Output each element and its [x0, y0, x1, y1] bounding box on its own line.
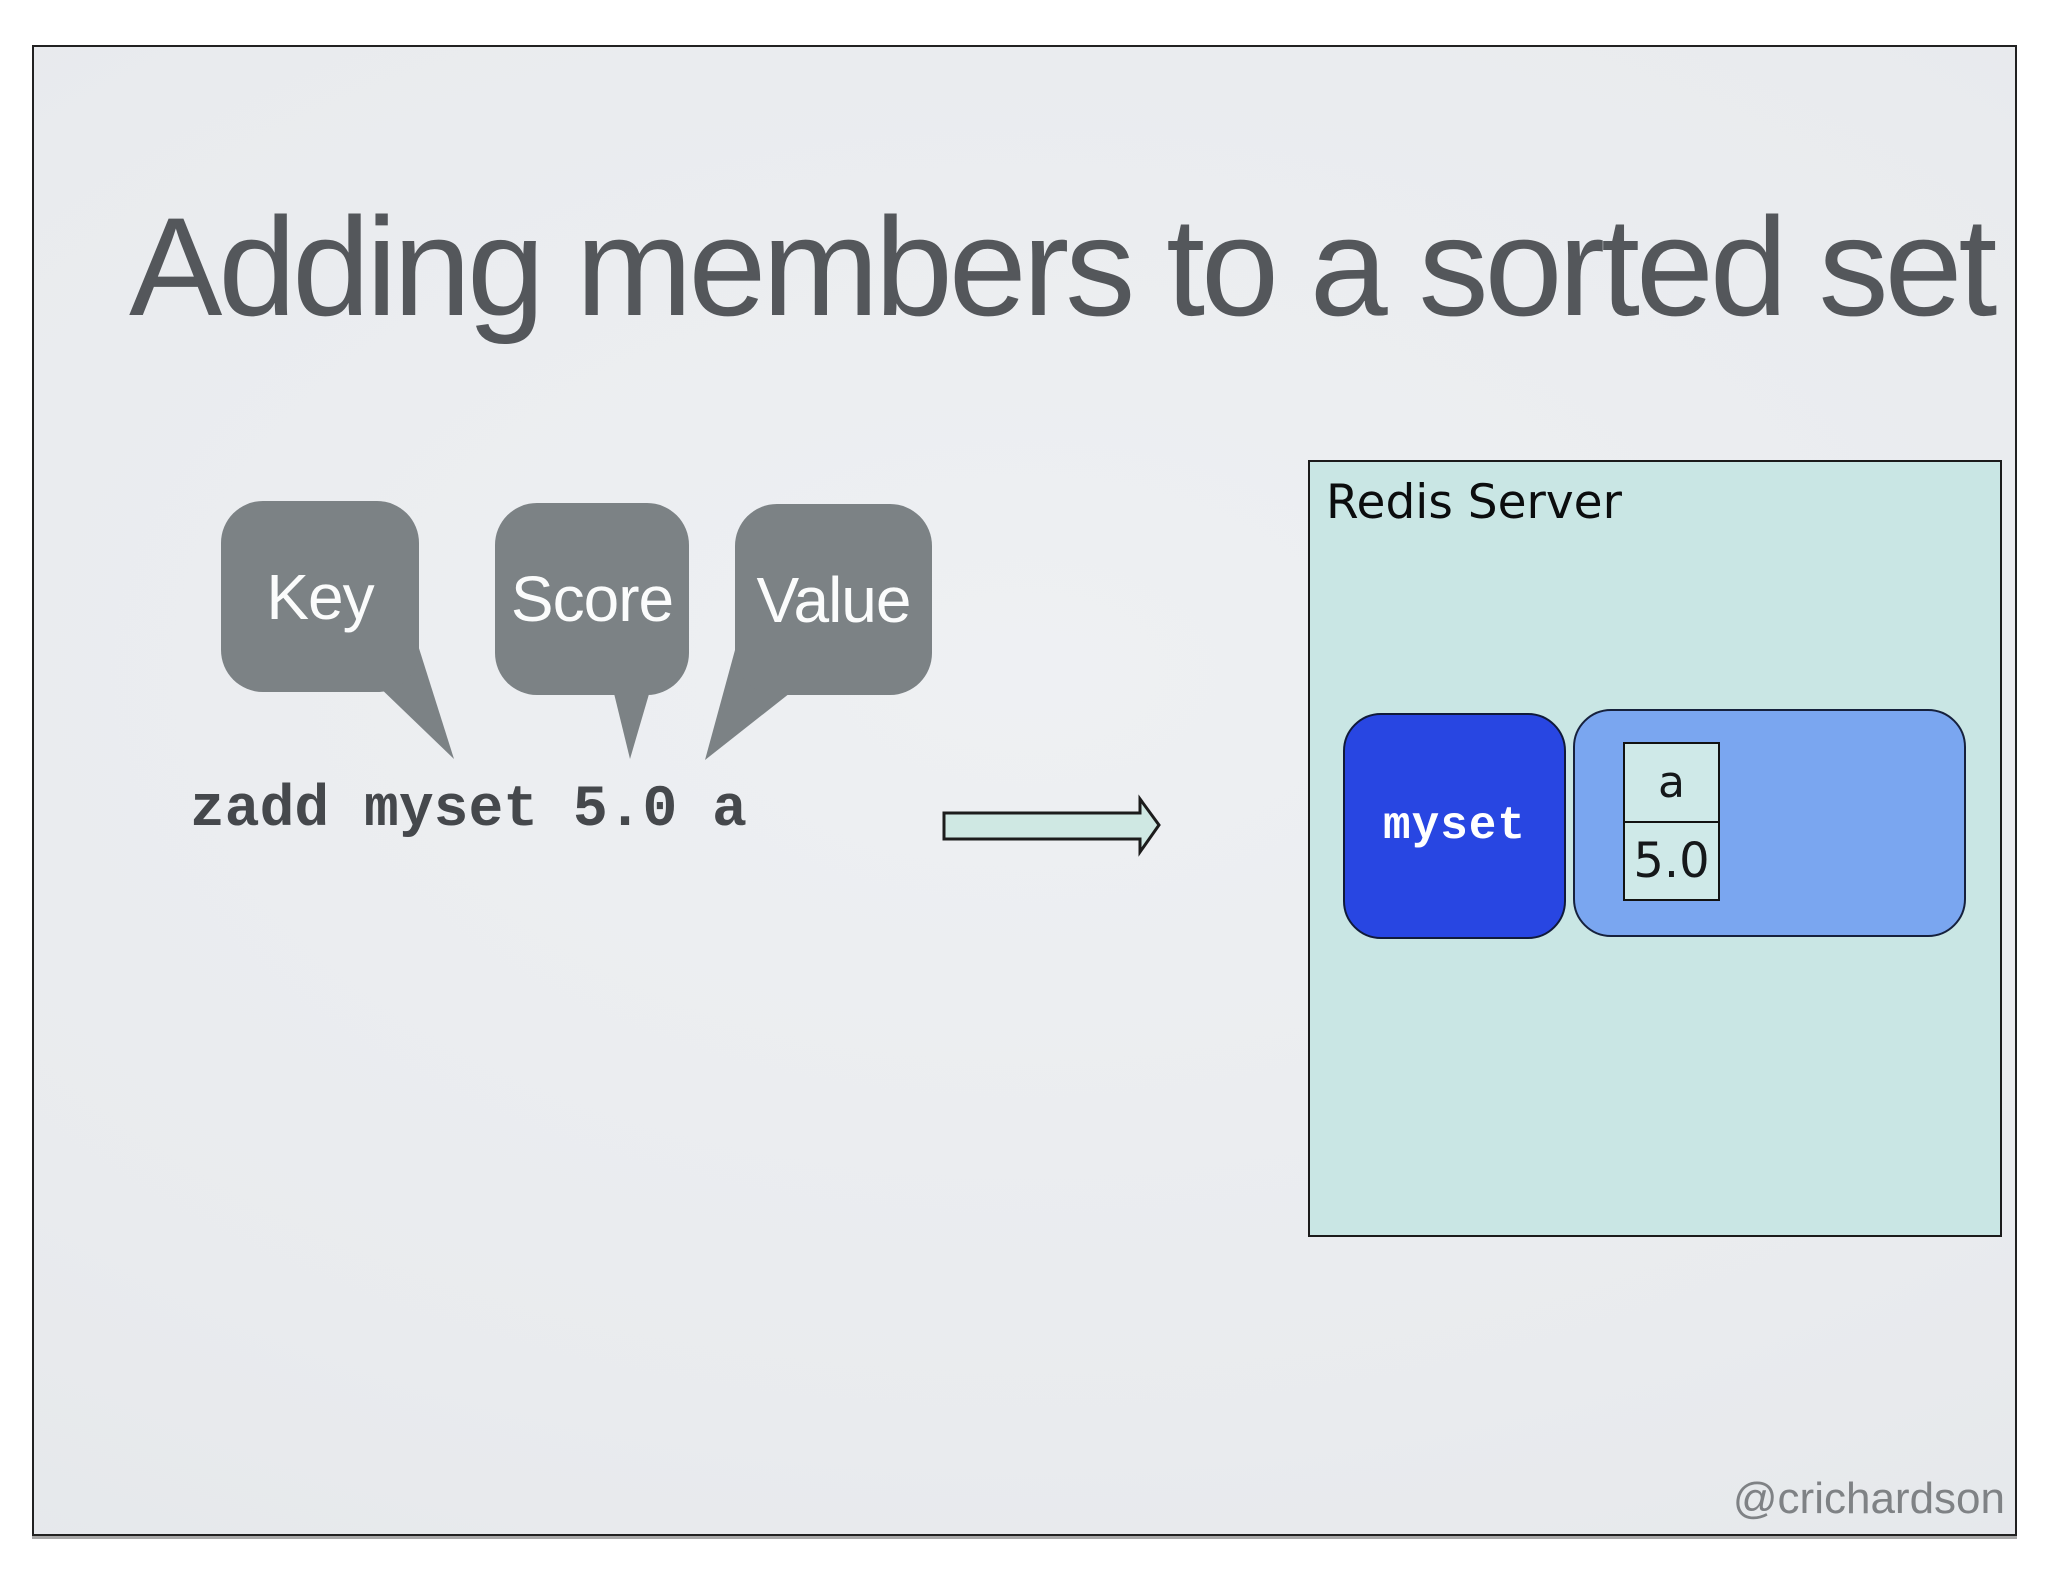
arrow-right-icon: [942, 794, 1161, 857]
slide-title: Adding members to a sorted set: [129, 188, 1997, 345]
myset-key-box: myset: [1343, 713, 1566, 939]
slide: Adding members to a sorted set Key Score…: [32, 45, 2017, 1536]
callout-key: Key: [221, 501, 419, 692]
member-cell-stack: a 5.0: [1623, 742, 1720, 901]
command-text: zadd myset 5.0 a: [190, 778, 747, 843]
footer-handle: @crichardson: [1732, 1474, 2005, 1523]
callout-value: Value: [735, 504, 932, 695]
myset-key-label: myset: [1382, 800, 1527, 852]
callout-score-label: Score: [510, 563, 674, 635]
redis-server-title: Redis Server: [1326, 475, 1622, 530]
member-score-cell: 5.0: [1623, 821, 1720, 901]
callout-score: Score: [495, 503, 689, 695]
callout-key-label: Key: [266, 560, 374, 633]
callout-value-label: Value: [756, 563, 912, 636]
member-value-cell: a: [1623, 742, 1720, 822]
